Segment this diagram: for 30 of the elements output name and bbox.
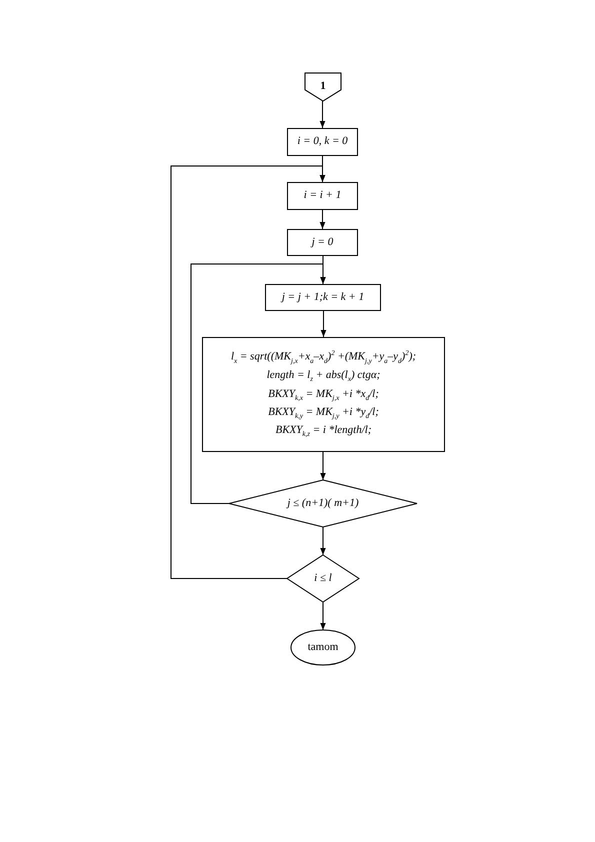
loop-arrow [170,166,326,579]
arrow [320,602,326,630]
formula-text: j ≤ (n+1)( m+1) [287,496,359,511]
process-box [265,284,381,311]
process-box [287,182,358,210]
decision-diamond [287,555,359,602]
arrow [320,100,326,128]
arrow [320,210,326,230]
process-box [202,337,445,452]
offpage-connector [305,73,341,101]
formula-text: BKXY$_{k,y}$ = MK$_{j,y}$ +i *y$_{d}$/l; [268,405,379,422]
process-box [287,229,358,256]
process-box [287,128,358,156]
decision-diamond [229,480,417,527]
formula-text: length = l$_{z}$ + abs(l$_{x}$) ctgα; [266,368,380,386]
formula-text: i = 0, k = 0 [297,134,348,150]
arrow [320,452,326,480]
formula-text: tamom [308,640,338,655]
connector-label: 1 [320,79,326,94]
formula-text: i = i + 1 [304,188,342,204]
arrow [320,526,326,556]
formula-text: i ≤ l [314,570,332,586]
loop-arrow [190,264,326,504]
formula-text: j = 0 [312,234,334,250]
arrow [320,310,326,338]
formula-text: j = j + 1;k = k + 1 [282,290,364,305]
formula-text: BKXY$_{k,z}$ = i *length/l; [276,423,372,441]
formula-text: BKXY$_{k,x}$ = MK$_{j,x}$ +i *x$_{d}$/l; [268,386,379,404]
formula-text: l$_{x}$ = sqrt((MK$_{j,x}$+x$_{a}$–x$_{d}$)$^{2}$ +(MK$_{j,y}$+y$_{a}$–y$_{d}$)$^{2}$); [230,348,416,368]
terminator-ellipse [291,630,355,665]
